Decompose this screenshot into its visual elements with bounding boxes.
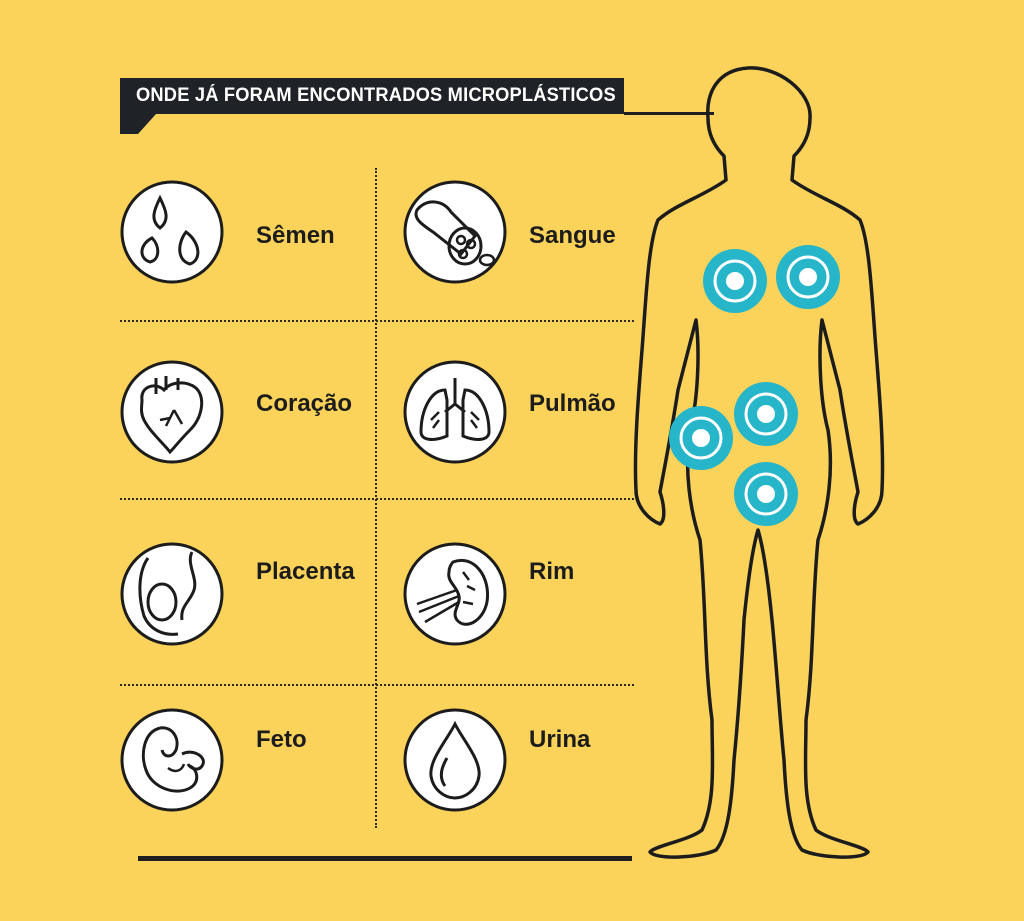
marker-hip [669, 406, 733, 470]
item-label-rim: Rim [529, 558, 575, 585]
body-outline [633, 66, 885, 859]
item-label-sangue: Sangue [529, 222, 616, 249]
item-label-urina: Urina [529, 726, 591, 753]
grid-divider-row-2 [120, 498, 634, 500]
marker-pelvis [734, 462, 798, 526]
grid-divider-row-1 [120, 320, 634, 322]
marker-chest-left [703, 249, 767, 313]
grid-divider-row-3 [120, 684, 634, 686]
urine-drop-icon [403, 708, 507, 812]
banner-tail [120, 114, 156, 134]
page-title: ONDE JÁ FORAM ENCONTRADOS MICROPLÁSTICOS [136, 85, 616, 106]
placenta-icon [120, 542, 224, 646]
banner-connector-line [624, 112, 714, 115]
blood-vessel-icon [403, 180, 507, 284]
fetus-icon [120, 708, 224, 812]
kidney-icon [403, 542, 507, 646]
marker-abdomen [734, 382, 798, 446]
lungs-icon [403, 360, 507, 464]
item-label-semen: Sêmen [256, 222, 335, 249]
item-label-feto: Feto [256, 726, 307, 753]
bottom-rule [138, 856, 632, 861]
title-banner: ONDE JÁ FORAM ENCONTRADOS MICROPLÁSTICOS [120, 78, 624, 114]
semen-drops-icon [120, 180, 224, 284]
item-label-placenta: Placenta [256, 558, 355, 585]
item-label-pulmao: Pulmão [529, 390, 616, 417]
heart-icon [120, 360, 224, 464]
marker-chest-right [776, 245, 840, 309]
item-label-coracao: Coração [256, 390, 353, 417]
